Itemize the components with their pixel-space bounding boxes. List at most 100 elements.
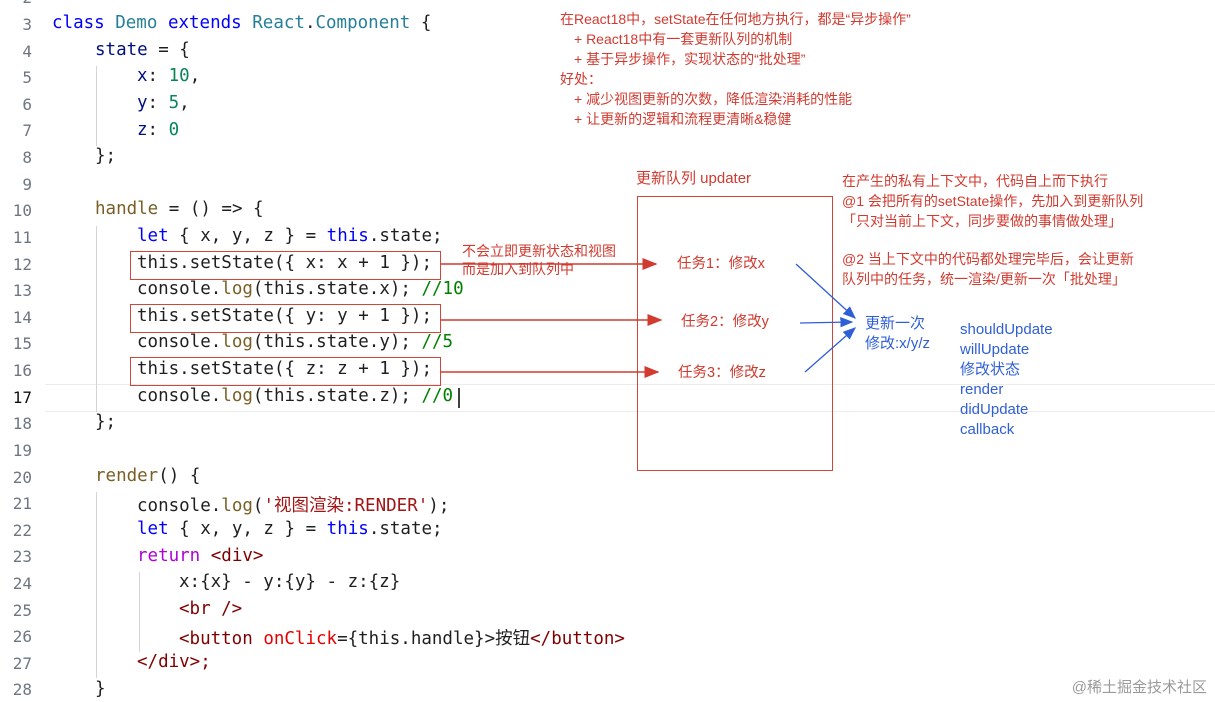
code-line: console.log(this.state.x); //10	[137, 279, 464, 299]
current-line-highlight	[45, 384, 1215, 412]
line-number: 13	[12, 281, 32, 300]
setstate-box-3	[130, 357, 441, 386]
code-line: x: 10,	[137, 66, 201, 86]
right-annotation-2: @2 当上下文中的代码都处理完毕后，会让更新 队列中的任务，统一渲染/更新一次「…	[842, 249, 1134, 289]
code-line: y: 5,	[137, 93, 190, 113]
lifecycle-item: callback	[960, 421, 1015, 438]
indent-guide	[96, 66, 97, 146]
top-annotation: 在React18中，setState在任何地方执行，都是“异步操作” + Rea…	[560, 9, 911, 129]
line-number: 17	[12, 388, 32, 407]
jsx-text: 按钮	[495, 629, 531, 649]
jsx-attr: onClick	[263, 629, 338, 649]
string: '视图渲染:RENDER'	[263, 496, 429, 516]
number: 5	[168, 93, 180, 113]
arrow-blue-1	[795, 263, 856, 319]
keyword: return	[137, 546, 201, 566]
note-line: 「只对当前上下文，同步要做的事情做处理」	[842, 213, 1122, 229]
function-name: log	[221, 279, 253, 299]
code-line: render() {	[95, 466, 200, 486]
queue-task-3: 任务3：修改z	[678, 365, 766, 381]
console: console.	[137, 279, 222, 299]
note-line: + React18中有一套更新队列的机制	[574, 31, 793, 47]
jsx-tag: <button	[179, 629, 253, 649]
keyword: this	[326, 226, 369, 246]
arrow-blue-3	[804, 327, 856, 373]
note-line: 更新一次	[865, 315, 926, 332]
args: (this.state.x);	[252, 279, 422, 299]
note-line: @2 当上下文中的代码都处理完毕后，会让更新	[842, 251, 1134, 267]
jsx-tag: <br />	[179, 599, 243, 619]
keyword: this	[326, 519, 369, 539]
line-number: 21	[12, 494, 32, 513]
line-number: 15	[12, 334, 32, 353]
line-number: 20	[12, 468, 32, 487]
code-line: this.setState({ y: y + 1 });	[137, 306, 433, 326]
code-line: }	[95, 679, 106, 699]
keyword: let	[137, 519, 169, 539]
line-number: 19	[12, 441, 32, 460]
code-line: </div>;	[137, 652, 211, 672]
line-number: 26	[12, 627, 32, 646]
code-line: return <div>	[137, 546, 263, 566]
member: .state;	[368, 226, 443, 246]
comment: //0	[421, 386, 454, 406]
args: (this.state.z);	[252, 386, 422, 406]
note-line: 而是加入到队列中	[462, 261, 574, 277]
indent-guide	[96, 492, 97, 678]
line-number: 3	[22, 15, 32, 34]
code-line: this.setState({ z: z + 1 });	[137, 359, 433, 379]
number: 0	[168, 120, 180, 140]
note-line: 在React18中，setState在任何地方执行，都是“异步操作”	[560, 11, 911, 27]
punct: = {	[147, 40, 190, 60]
setstate-box-1	[130, 251, 441, 280]
setstate-box-2	[130, 304, 441, 333]
note-line: 修改:x/y/z	[865, 335, 931, 352]
update-once-note: 更新一次 修改:x/y/z	[865, 314, 930, 354]
function-name: log	[221, 386, 253, 406]
line-number: 2	[0, 0, 32, 7]
destructure: { x, y, z } =	[168, 226, 327, 246]
console: console.	[137, 332, 222, 352]
function-name: render	[95, 466, 159, 486]
code-line: console.log('视图渲染:RENDER');	[137, 496, 450, 516]
code-line: z: 0	[137, 120, 180, 140]
code-line: x:{x} - y:{y} - z:{z}	[179, 572, 401, 592]
line-number: 10	[12, 201, 32, 220]
note-line: + 基于异步操作，实现状态的“批处理”	[574, 51, 806, 67]
lifecycle-item: didUpdate	[960, 401, 1029, 418]
punct: {	[410, 13, 432, 33]
line-number: 5	[22, 68, 32, 87]
note-line: + 让更新的逻辑和流程更清晰&稳健	[574, 111, 792, 127]
indent-guide	[139, 572, 140, 652]
line-number: 25	[12, 601, 32, 620]
member: .state;	[368, 519, 443, 539]
update-queue-box	[637, 196, 833, 471]
number: 10	[168, 66, 190, 86]
note-line: 好处：	[560, 71, 602, 87]
note-line: 在产生的私有上下文中，代码自上而下执行	[842, 173, 1108, 189]
lifecycle-item: willUpdate	[960, 341, 1030, 358]
code-line: class Demo extends React.Component {	[52, 13, 432, 33]
code-line: let { x, y, z } = this.state;	[137, 519, 443, 539]
console: console.	[137, 386, 222, 406]
line-number: 18	[12, 414, 32, 433]
right-annotation-1: 在产生的私有上下文中，代码自上而下执行 @1 会把所有的setState操作，先…	[842, 171, 1143, 231]
queue-task-2: 任务2：修改y	[681, 314, 769, 330]
arrow-blue-2	[799, 317, 854, 328]
line-number: 28	[12, 680, 32, 699]
note-line: 队列中的任务，统一渲染/更新一次「批处理」	[842, 271, 1126, 287]
args: (this.state.y);	[252, 332, 422, 352]
comment: //10	[421, 279, 464, 299]
code-line: console.log(this.state.y); //5	[137, 332, 453, 352]
jsx-tag: </button>	[530, 629, 625, 649]
lifecycle-item: shouldUpdate	[960, 321, 1053, 338]
keyword: class	[52, 13, 105, 33]
line-number: 4	[22, 42, 32, 61]
line-number: 9	[22, 175, 32, 194]
destructure: { x, y, z } =	[168, 519, 327, 539]
line-number: 14	[12, 308, 32, 327]
punct: = () => {	[158, 199, 264, 219]
jsx-expr: ={this.handle}>	[337, 629, 496, 649]
queue-title: 更新队列 updater	[636, 170, 752, 187]
